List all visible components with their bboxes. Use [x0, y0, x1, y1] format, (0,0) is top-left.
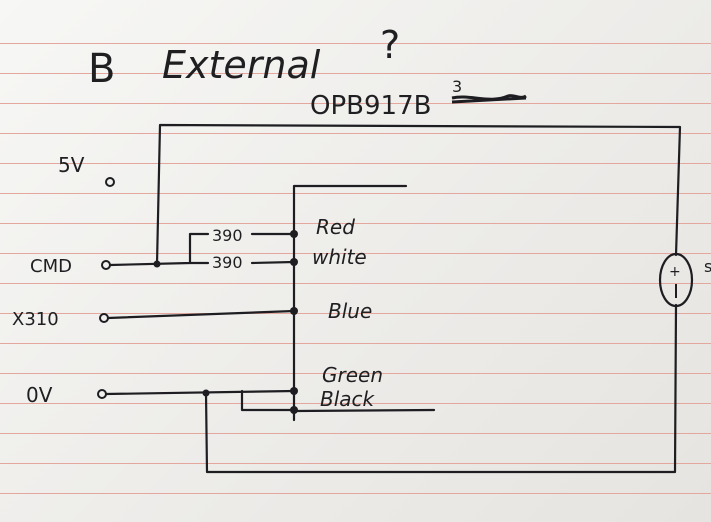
- wire-black-extension: [294, 408, 436, 413]
- resistor-1-value: 390: [212, 226, 243, 245]
- scribble-out-mark: [451, 94, 527, 104]
- title-question-mark: ?: [380, 23, 400, 67]
- junction-cmd: [153, 260, 161, 268]
- cut-off-label-fragment: s: [704, 257, 711, 276]
- wire-resistor-2-to-white: [250, 260, 296, 265]
- terminal-cmd-label: CMD: [30, 256, 72, 277]
- terminal-cmd-point: [101, 260, 111, 270]
- terminal-x310-point: [99, 313, 109, 323]
- junction-0v: [202, 389, 210, 397]
- connection-red: [290, 230, 298, 238]
- wire-top-loop: [155, 123, 682, 266]
- terminal-x310-label: X310: [12, 309, 59, 330]
- part-number-superscript: 3: [452, 77, 462, 96]
- resistor-2-value: 390: [212, 253, 243, 272]
- wire-label-white: white: [312, 245, 367, 269]
- terminal-5v-label: 5V: [58, 153, 85, 177]
- connection-black: [290, 406, 298, 414]
- wire-label-blue: Blue: [328, 299, 372, 323]
- connection-green: [290, 387, 298, 395]
- wire-cmd-branch: [108, 232, 210, 267]
- wire-bottom-loop: [204, 303, 678, 474]
- sensor-component-circle: [658, 252, 694, 308]
- wire-vertical-bus: [292, 184, 408, 422]
- wire-0v: [104, 389, 296, 396]
- title-letter: B: [88, 46, 115, 92]
- wire-label-black: Black: [320, 387, 376, 411]
- wire-label-red: Red: [316, 215, 355, 239]
- wire-green-black-link: [240, 389, 296, 412]
- title-word: External: [162, 43, 321, 87]
- terminal-0v-label: 0V: [26, 383, 53, 407]
- wire-x310: [106, 309, 296, 320]
- component-plus-symbol: +: [669, 264, 681, 280]
- wire-label-green: Green: [322, 363, 383, 387]
- terminal-5v-point: [105, 177, 115, 187]
- connection-white: [290, 258, 298, 266]
- terminal-0v-point: [97, 389, 107, 399]
- part-number: OPB917B: [310, 91, 431, 121]
- connection-blue: [290, 307, 298, 315]
